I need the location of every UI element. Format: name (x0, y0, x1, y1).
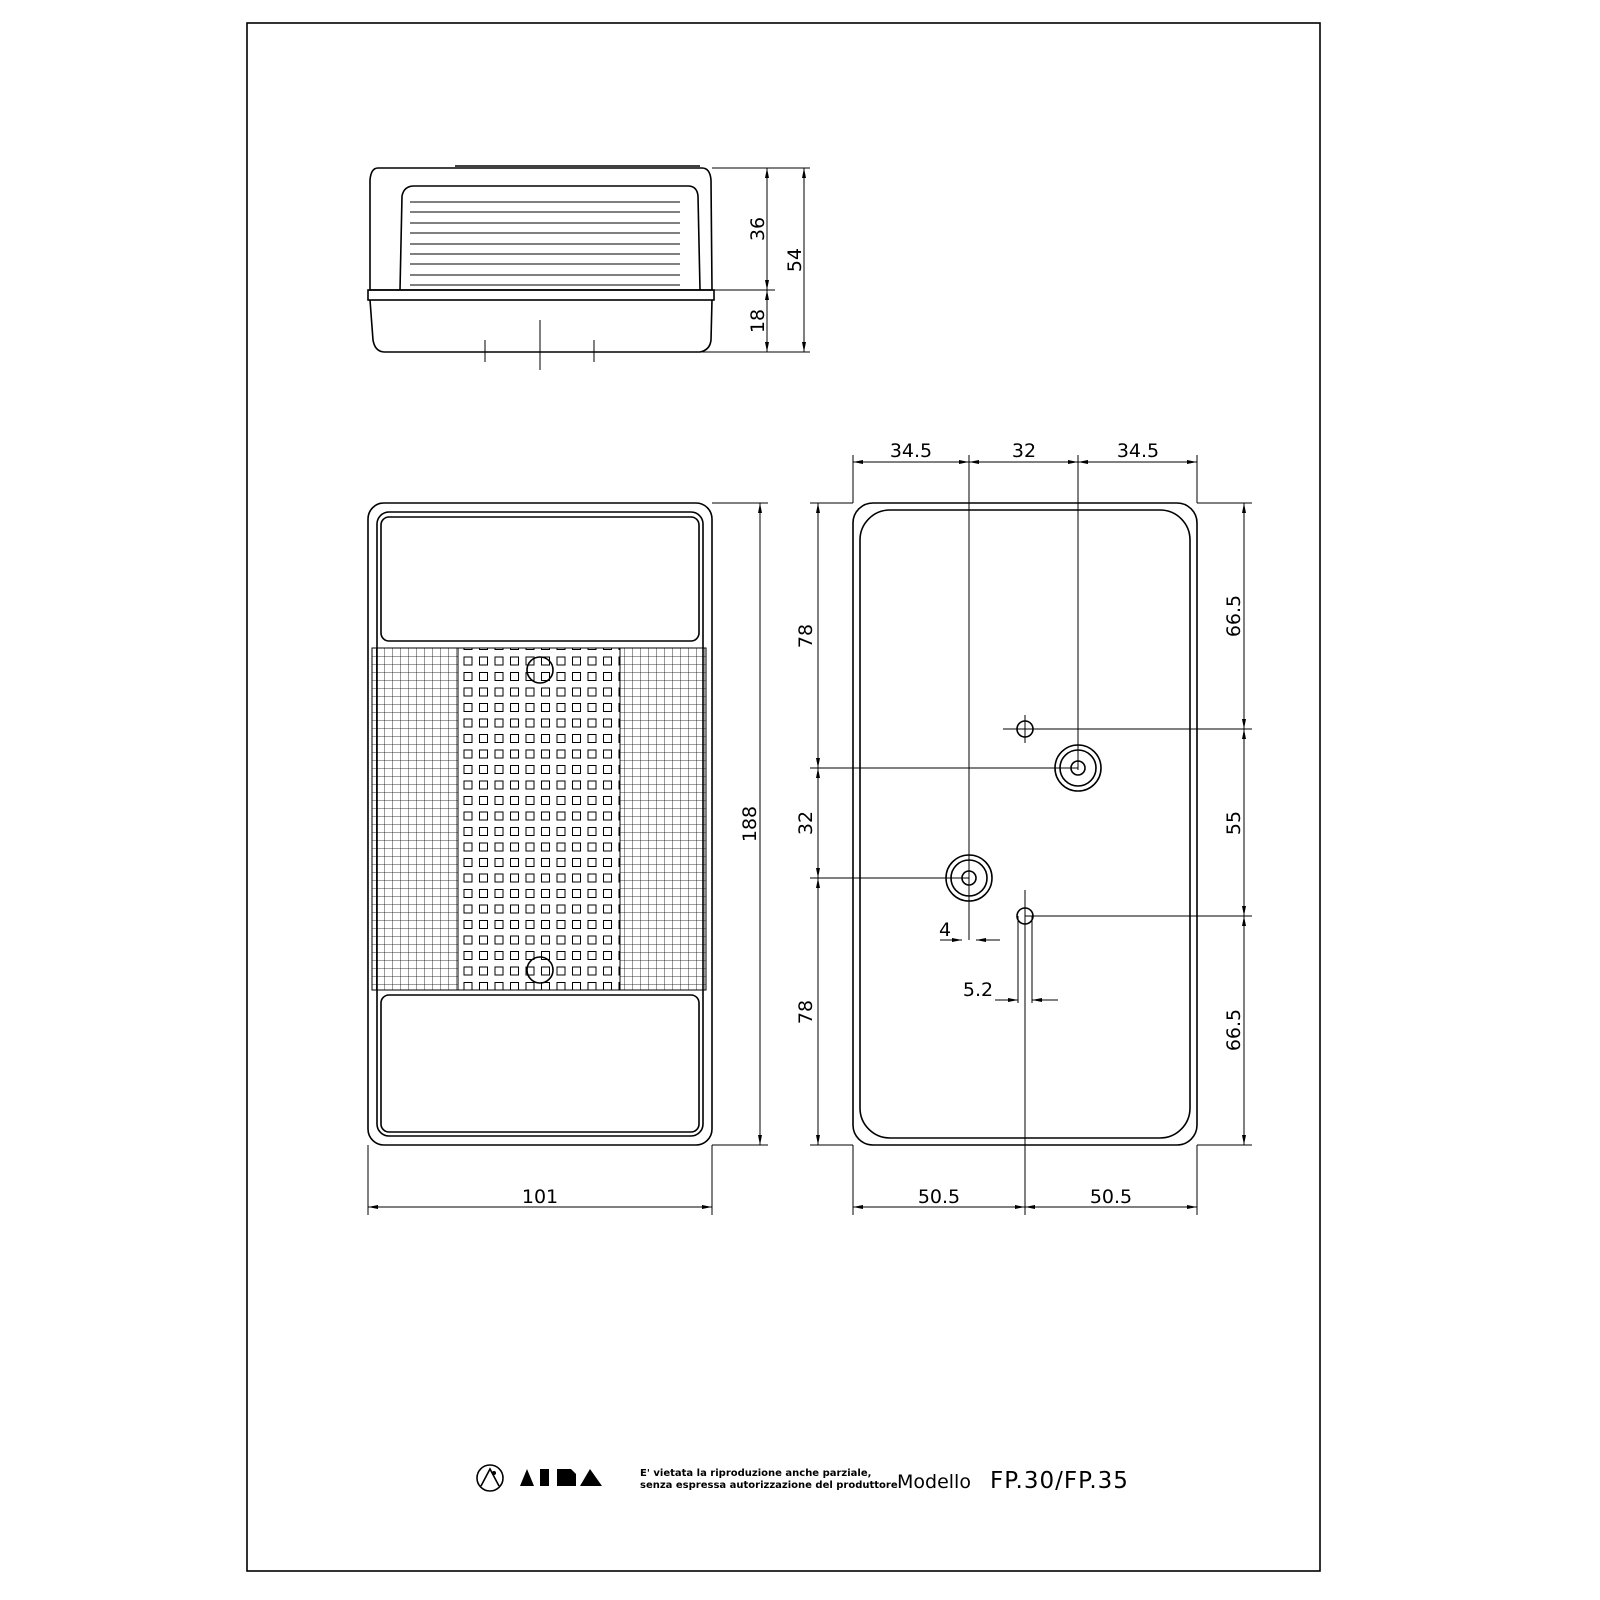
dim-top-right: 34.5 (1117, 440, 1159, 462)
dim-lid-height: 36 (747, 217, 769, 241)
dim-width: 101 (522, 1186, 558, 1208)
dim-left-bottom: 78 (795, 1000, 817, 1024)
model-label: Modello (897, 1471, 971, 1493)
dim-top-left: 34.5 (890, 440, 932, 462)
copyright-notice-line1: E' vietata la riproduzione anche parzial… (640, 1468, 871, 1479)
dim-top-center: 32 (1012, 440, 1036, 462)
title-block: E' vietata la riproduzione anche parzial… (476, 1464, 1129, 1494)
hanging-hole-upper (1016, 715, 1034, 743)
dim-right-middle: 55 (1223, 811, 1245, 835)
model-value: FP.30/FP.35 (990, 1468, 1129, 1494)
side-view: 36 18 54 (367, 165, 810, 370)
dim-left-middle: 32 (795, 811, 817, 835)
screw-boss-upper (1054, 744, 1102, 792)
dim-right-top: 66.5 (1223, 595, 1245, 637)
dim-bottom-left: 50.5 (918, 1186, 960, 1208)
hanging-slot (1016, 890, 1034, 1215)
dim-total-height: 54 (784, 248, 806, 272)
mounting-hole-top (526, 656, 554, 684)
dim-boss-hole: 4 (939, 919, 951, 941)
dim-base-height: 18 (747, 309, 769, 333)
dim-right-bottom: 66.5 (1223, 1009, 1245, 1051)
back-view: 34.5 32 34.5 78 32 78 66.5 55 66.5 4 (795, 440, 1252, 1215)
copyright-notice-line2: senza espressa autorizzazione del produt… (640, 1480, 898, 1491)
dim-left-top: 78 (795, 624, 817, 648)
mounting-hole-bottom (526, 956, 554, 984)
dim-height: 188 (739, 806, 761, 842)
screw-boss-lower (945, 854, 993, 902)
brand-logo-icon (476, 1464, 602, 1492)
front-view: 101 188 (367, 502, 768, 1215)
drawing-frame (246, 22, 1321, 1572)
dim-bottom-right: 50.5 (1090, 1186, 1132, 1208)
dim-slot-width: 5.2 (963, 979, 993, 1001)
